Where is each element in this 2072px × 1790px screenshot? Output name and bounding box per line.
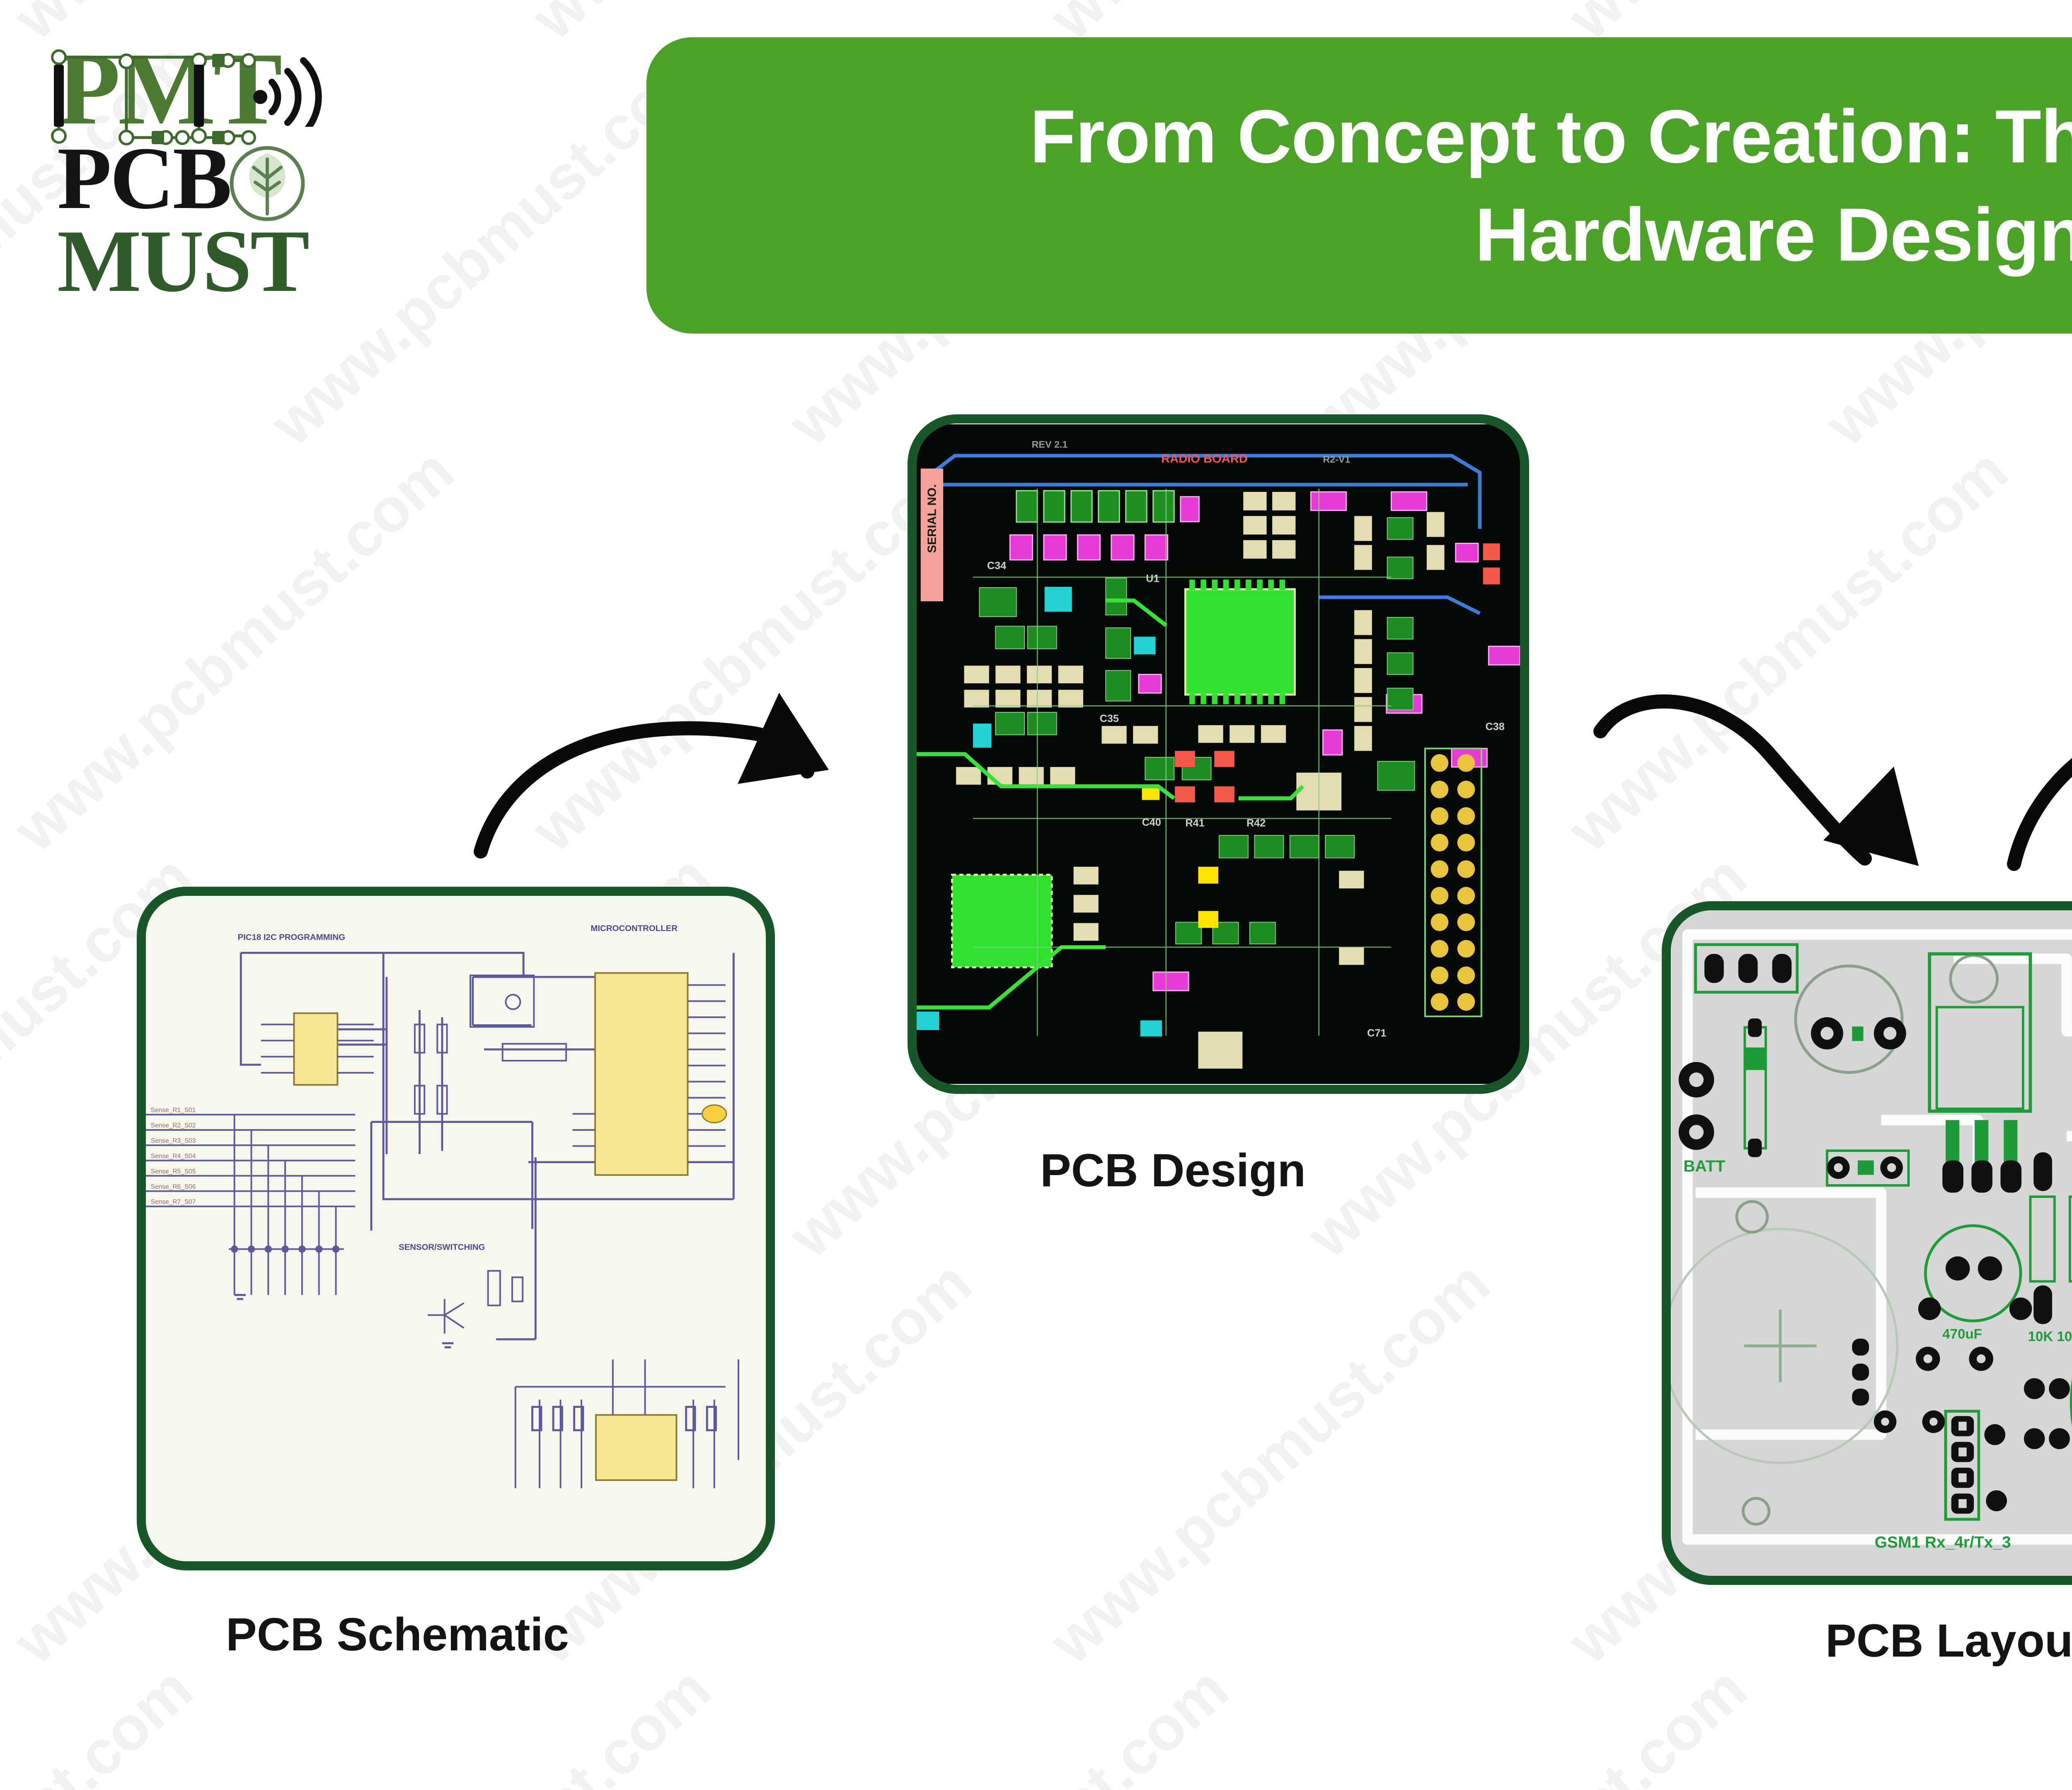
svg-text:C34: C34 <box>987 560 1006 571</box>
panel-frame-layout: BATT <box>1662 901 2072 1585</box>
svg-text:Sense_R1_S01: Sense_R1_S01 <box>151 1107 196 1114</box>
watermark-text: www.pcbmust.com <box>1811 1653 2072 1790</box>
svg-text:10K 10K: 10K 10K <box>2028 1329 2072 1345</box>
svg-text:REV 2.1: REV 2.1 <box>1032 439 1068 450</box>
panel-pcb-design[interactable]: SERIAL NO. <box>908 414 1529 1094</box>
svg-text:SERIAL NO.: SERIAL NO. <box>926 484 939 553</box>
watermark-text: www.pcbmust.com <box>0 435 467 865</box>
svg-text:Sense_R3_S03: Sense_R3_S03 <box>151 1137 196 1144</box>
svg-text:R42: R42 <box>1247 818 1266 829</box>
pcb-cad-layout-image: SERIAL NO. <box>917 424 1520 1084</box>
svg-text:R41: R41 <box>1185 818 1204 829</box>
caption-pcb-layout: PCB Layout <box>1825 1615 2072 1667</box>
svg-text:Sense_R6_S06: Sense_R6_S06 <box>151 1183 196 1190</box>
title-banner: From Concept to Creation: The Journey of… <box>646 37 2072 334</box>
svg-text:R2-V1: R2-V1 <box>1323 454 1350 464</box>
arrow-design-to-layout <box>1593 694 1919 866</box>
logo-text-pcb: PCB <box>57 128 232 227</box>
svg-text:C40: C40 <box>1142 817 1161 828</box>
circuit-schematic-image: PIC18 I2C PROGRAMMING MICROCONTROLLER SE… <box>146 896 766 1561</box>
watermark-text: www.pcbmust.com <box>775 1653 1242 1790</box>
svg-text:C35: C35 <box>1100 713 1119 724</box>
svg-text:SENSOR/SWITCHING: SENSOR/SWITCHING <box>399 1243 485 1252</box>
svg-text:MICROCONTROLLER: MICROCONTROLLER <box>591 924 678 933</box>
svg-text:Sense_R2_S02: Sense_R2_S02 <box>151 1122 196 1129</box>
watermark-text: www.pcbmust.com <box>0 1653 206 1790</box>
svg-text:GSM1 Rx_4r/Tx_3: GSM1 Rx_4r/Tx_3 <box>1875 1534 2011 1551</box>
caption-pcb-schematic: PCB Schematic <box>226 1609 569 1660</box>
watermark-text: www.pcbmust.com <box>1293 1653 1760 1790</box>
watermark-text: www.pcbmust.com <box>1036 1247 1503 1677</box>
panel-pcb-layout[interactable]: BATT <box>1662 901 2072 1585</box>
tree-circle-icon <box>230 146 305 221</box>
svg-text:U1: U1 <box>1146 573 1159 585</box>
svg-text:Sense_R4_S04: Sense_R4_S04 <box>151 1153 196 1160</box>
panel-pcb-schematic[interactable]: PIC18 I2C PROGRAMMING MICROCONTROLLER SE… <box>137 887 775 1570</box>
page-title: From Concept to Creation: The Journey of… <box>1029 94 2072 277</box>
panel-frame-schematic: PIC18 I2C PROGRAMMING MICROCONTROLLER SE… <box>137 887 775 1570</box>
svg-text:BATT: BATT <box>1683 1158 1725 1176</box>
pcb-silkscreen-layout-image: BATT <box>1671 910 2072 1576</box>
svg-text:RADIO BOARD: RADIO BOARD <box>1161 452 1248 465</box>
arrow-schematic-to-design <box>474 693 829 859</box>
wifi-signal-icon <box>253 57 322 127</box>
panel-frame-design: SERIAL NO. <box>908 414 1529 1094</box>
svg-text:470uF: 470uF <box>1942 1327 1982 1342</box>
logo-text-must: MUST <box>57 211 310 310</box>
caption-pcb-design: PCB Design <box>1040 1144 1306 1196</box>
svg-text:C38: C38 <box>1486 721 1505 733</box>
watermark-text: www.pcbmust.com <box>257 1653 724 1790</box>
pcb-trace-decoration-icon <box>51 49 256 145</box>
svg-text:Sense_R5_S05: Sense_R5_S05 <box>151 1168 196 1175</box>
svg-text:PIC18 I2C PROGRAMMING: PIC18 I2C PROGRAMMING <box>237 933 345 942</box>
svg-text:Sense_R7_S07: Sense_R7_S07 <box>151 1199 196 1206</box>
arrow-layout-to-hardware <box>2007 758 2072 871</box>
svg-text:C71: C71 <box>1367 1027 1386 1039</box>
brand-logo[interactable]: PMT PCB MUST <box>33 25 348 315</box>
